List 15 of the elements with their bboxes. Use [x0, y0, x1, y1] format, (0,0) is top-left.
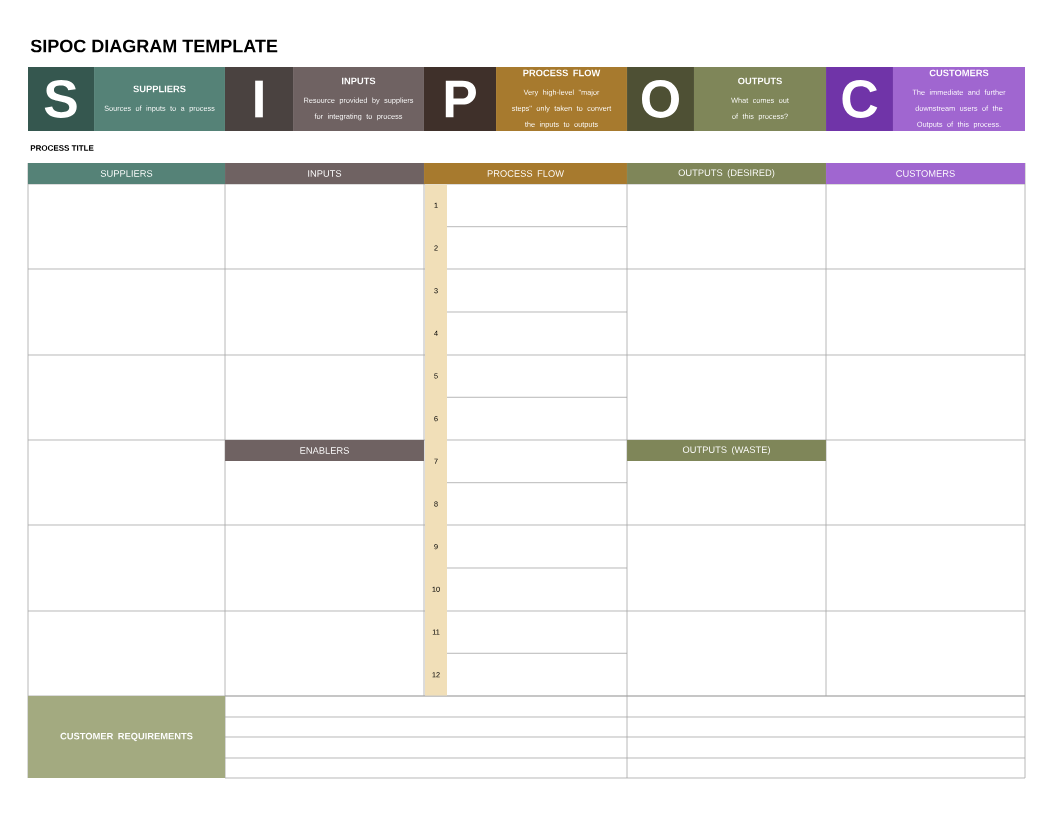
letter-block: O: [627, 67, 694, 131]
column-header: CUSTOMERS: [826, 162, 1025, 185]
section-label: PROCESS TITLE: [30, 145, 94, 151]
requirements-cell: CUSTOMER REQUIREMENTS: [28, 696, 226, 778]
column-header: OUTPUTS (DESIRED): [627, 162, 826, 185]
letter-block: S: [28, 67, 94, 131]
letter-block: C: [826, 67, 893, 131]
column-header: OUTPUTS (WASTE): [627, 439, 826, 462]
letter-block: P: [424, 67, 496, 131]
title: SIPOC DIAGRAM TEMPLATE: [30, 39, 278, 53]
column-header: ENABLERS: [225, 439, 424, 462]
letter-block: I: [225, 67, 293, 131]
column-header: INPUTS: [225, 162, 424, 185]
column-header: SUPPLIERS: [28, 162, 226, 185]
column-header: PROCESS FLOW: [424, 162, 627, 185]
